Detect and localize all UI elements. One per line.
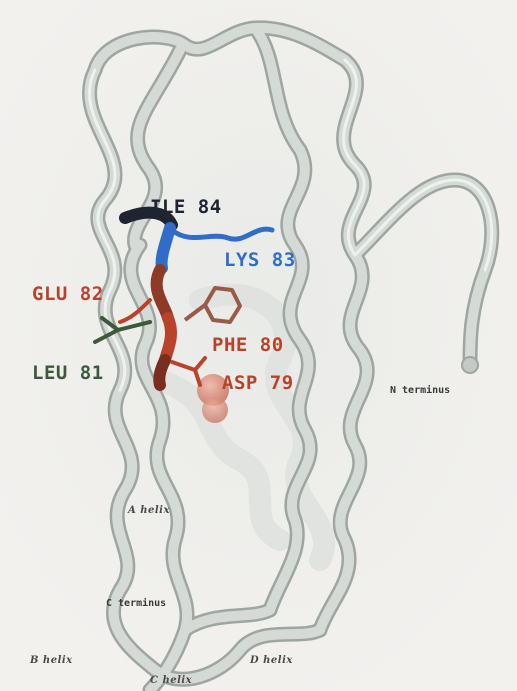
label-c-helix: C helix [150,676,192,686]
label-glu82: GLU 82 [32,285,104,304]
label-asp79: ASP 79 [222,374,294,393]
label-phe80: PHE 80 [212,336,284,355]
label-a-helix: A helix [128,506,170,516]
label-lys83: LYS 83 [224,251,296,270]
phe80-backbone [165,318,171,360]
label-ile84: ILE 84 [150,198,222,217]
label-b-helix: B helix [30,656,73,666]
asp79-backbone [159,360,165,385]
label-d-helix: D helix [250,656,293,666]
label-c-terminus: C terminus [106,599,166,609]
label-leu81: LEU 81 [32,364,104,383]
n-terminus-cap [462,357,478,373]
label-n-terminus: N terminus [390,386,450,396]
